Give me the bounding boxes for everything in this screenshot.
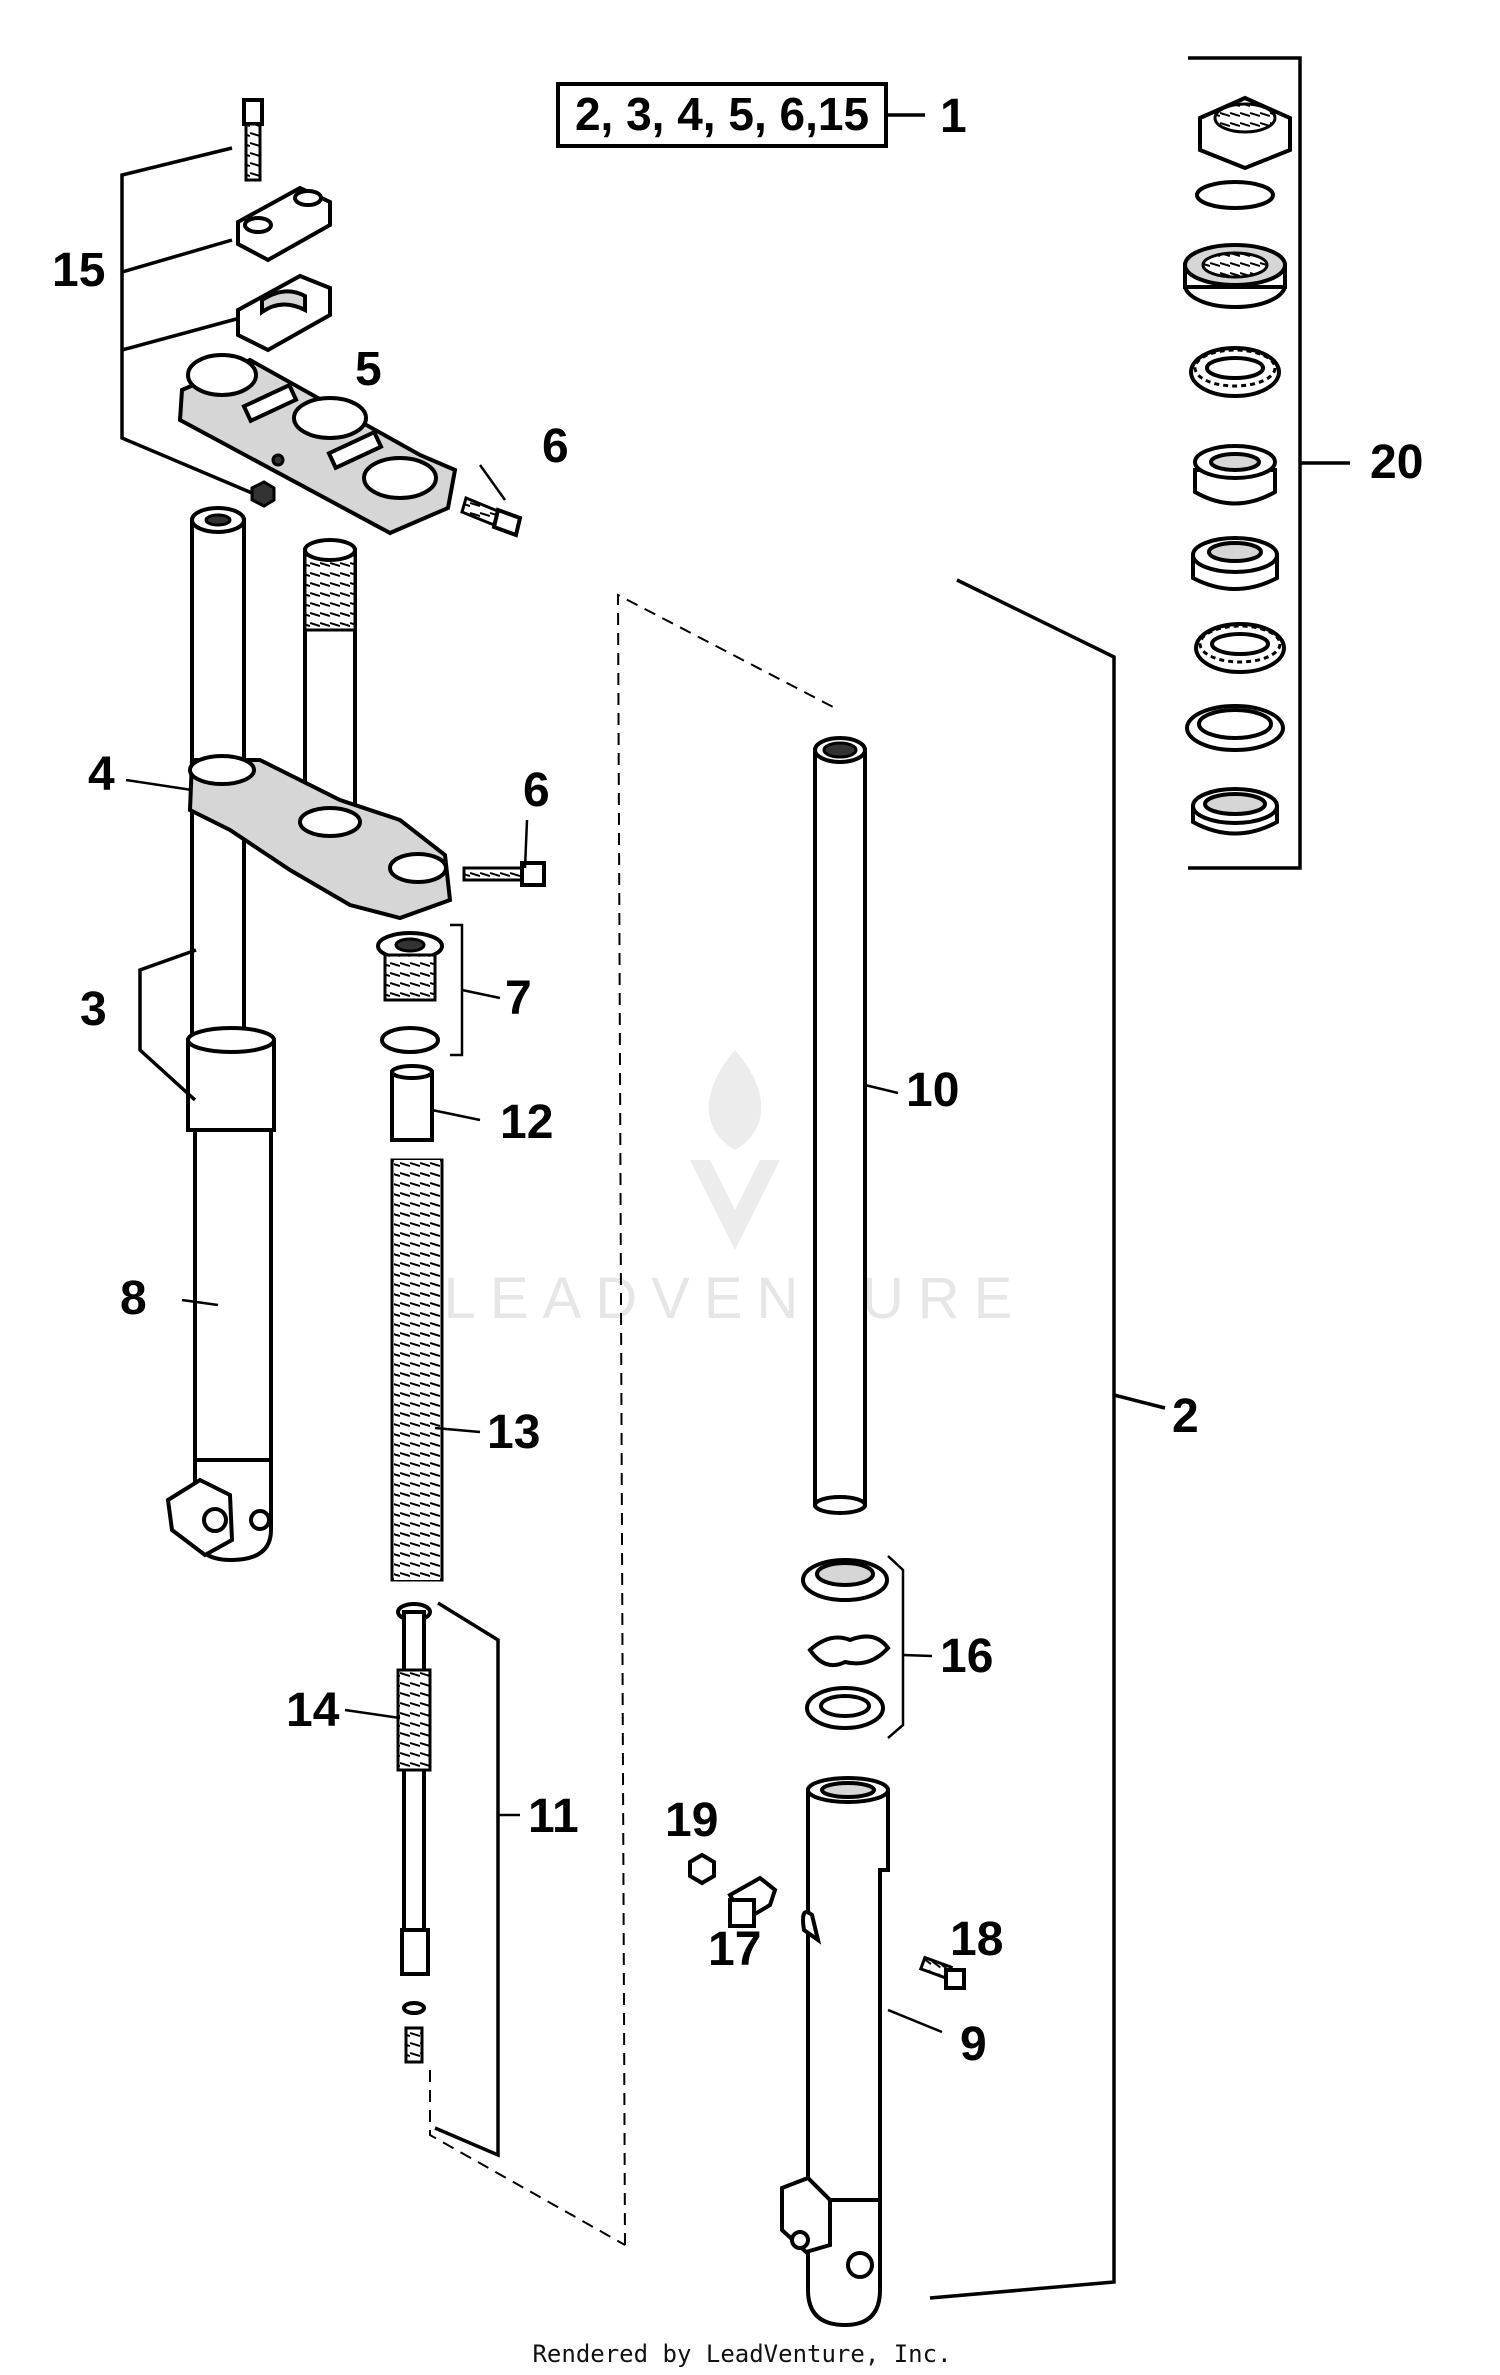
callout-19: 19 [665, 1794, 718, 1847]
callout-8: 8 [120, 1272, 147, 1325]
steering-bearing-stack [1183, 95, 1292, 836]
bracket-7 [450, 923, 464, 1057]
fork-cap [376, 931, 444, 1054]
callout-15: 15 [52, 244, 105, 297]
cable-guide-17 [727, 1875, 778, 1928]
callout-4: 4 [88, 748, 115, 801]
callout-3: 3 [80, 983, 107, 1036]
bolt-18 [918, 1955, 966, 1990]
upper-bearing [1189, 346, 1281, 398]
pinch-bolt-upper [460, 495, 523, 538]
callout-18: 18 [950, 1913, 1003, 1966]
leader-lines [125, 464, 943, 2034]
assembly-group-box: 2, 3, 4, 5, 6,15 [556, 82, 925, 148]
left-outer-tube [165, 1026, 276, 1563]
bearing-kit-bracket [1188, 56, 1350, 870]
fork-spring [390, 1158, 444, 1582]
dashed-assembly-line [616, 593, 836, 2246]
handlebar-clamp-lower [236, 273, 332, 353]
nut-19 [688, 1852, 716, 1886]
lower-bearing [1194, 622, 1286, 674]
callout-6-lower: 6 [523, 764, 550, 817]
callout-16: 16 [940, 1630, 993, 1683]
callout-12: 12 [500, 1096, 553, 1149]
spacer [390, 1064, 434, 1142]
pinch-bolt-lower [462, 861, 546, 887]
upper-triple-clamp [177, 353, 458, 536]
lower-triple-clamp [187, 754, 453, 921]
outer-tube [780, 1776, 890, 2328]
callout-11: 11 [528, 1790, 579, 1843]
steering-stem [303, 538, 357, 812]
bracket-15 [120, 146, 253, 495]
lower-race [1191, 536, 1279, 591]
watermark-text: LEADVENTURE [444, 1266, 1027, 1331]
fork-seal-kit [801, 1558, 891, 1730]
callout-labels: 1 2 3 4 5 6 6 7 8 9 10 11 12 13 14 15 16… [52, 90, 1423, 2071]
upper-race [1193, 444, 1277, 506]
callout-5: 5 [355, 343, 382, 396]
lock-washer [1195, 180, 1275, 210]
inner-tube [813, 736, 867, 1515]
group-box-label: 2, 3, 4, 5, 6,15 [575, 88, 869, 140]
clamp-nut [250, 480, 276, 508]
callout-10: 10 [906, 1064, 959, 1117]
callout-17: 17 [708, 1923, 761, 1976]
bracket-11 [434, 1601, 500, 2158]
callout-7: 7 [505, 972, 532, 1025]
footer-credit: Rendered by LeadVenture, Inc. [532, 2340, 951, 2368]
steering-nut [1198, 95, 1292, 171]
bracket-3 [138, 948, 197, 1102]
callout-13: 13 [487, 1406, 540, 1459]
callout-20: 20 [1370, 436, 1423, 489]
watermark: LEADVENTURE [444, 1050, 1027, 1331]
handlebar-clamp-top [236, 185, 332, 263]
callout-2: 2 [1172, 1390, 1199, 1443]
lower-bearing-cup [1191, 787, 1279, 836]
bracket-16 [887, 1555, 905, 1739]
callout-1: 1 [940, 90, 967, 143]
callout-14: 14 [286, 1684, 340, 1737]
upper-bearing-cup [1183, 243, 1287, 309]
dust-seal [1185, 704, 1285, 752]
callout-6-upper: 6 [542, 420, 569, 473]
bracket-2 [929, 578, 1116, 2300]
damper-cartridge [396, 1602, 432, 2064]
callout-9: 9 [960, 2018, 987, 2071]
handlebar-clamp-bolt [242, 98, 264, 182]
